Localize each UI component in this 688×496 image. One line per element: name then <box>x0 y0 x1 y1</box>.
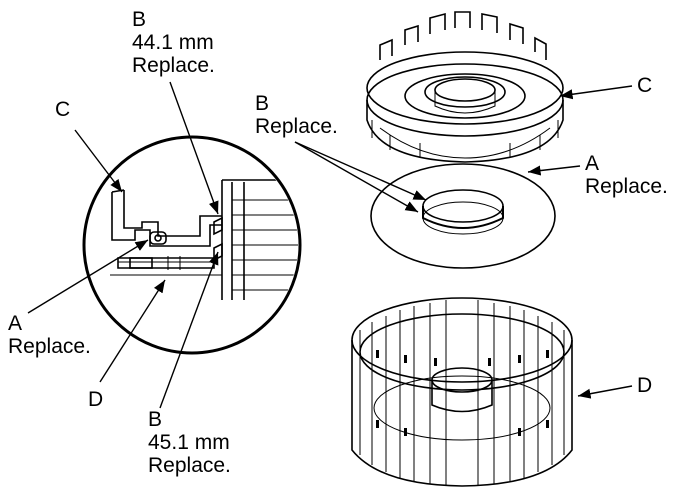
label-mid-b-letter: B <box>255 92 270 115</box>
piston-part-c <box>366 11 564 163</box>
leader-mid-b-1 <box>294 141 427 201</box>
leader-top-b <box>169 81 219 215</box>
leader-right-c <box>559 85 633 100</box>
leader-mid-b-2 <box>294 141 419 213</box>
seal-and-plate <box>370 163 556 269</box>
label-mid-b-action: Replace. <box>255 115 338 138</box>
label-left-a-letter: A <box>8 312 23 335</box>
leader-lines <box>27 81 633 409</box>
label-right-a-action: Replace. <box>585 175 668 198</box>
leader-right-a <box>527 165 581 176</box>
label-right-d-letter: D <box>637 374 653 397</box>
leader-bottom-b <box>159 251 219 409</box>
label-left-c: C <box>55 98 70 121</box>
label-right-a-letter: A <box>585 152 600 175</box>
label-mid-b: B Replace. <box>255 92 338 138</box>
label-top-b-size: 44.1 mm <box>132 31 214 54</box>
label-right-d: D <box>637 374 652 397</box>
label-left-c-letter: C <box>55 98 71 121</box>
leader-left-c <box>74 129 123 193</box>
label-left-d: D <box>88 388 103 411</box>
label-bottom-b: B 45.1 mm Replace. <box>148 408 231 477</box>
label-top-b-letter: B <box>132 8 147 31</box>
leader-left-d <box>99 279 166 383</box>
label-right-c-letter: C <box>637 74 653 97</box>
label-top-b: B 44.1 mm Replace. <box>132 8 215 77</box>
label-right-c: C <box>637 74 652 97</box>
leader-right-d <box>577 385 633 399</box>
label-left-a-action: Replace. <box>8 335 91 358</box>
detail-cross-section <box>82 135 302 355</box>
leader-left-a <box>27 239 149 314</box>
clutch-drum-d <box>351 297 573 487</box>
label-bottom-b-size: 45.1 mm <box>148 431 230 454</box>
label-right-a: A Replace. <box>585 152 668 198</box>
label-top-b-action: Replace. <box>132 54 215 77</box>
label-left-d-letter: D <box>88 388 104 411</box>
label-left-a: A Replace. <box>8 312 91 358</box>
label-bottom-b-letter: B <box>148 408 163 431</box>
label-bottom-b-action: Replace. <box>148 454 231 477</box>
